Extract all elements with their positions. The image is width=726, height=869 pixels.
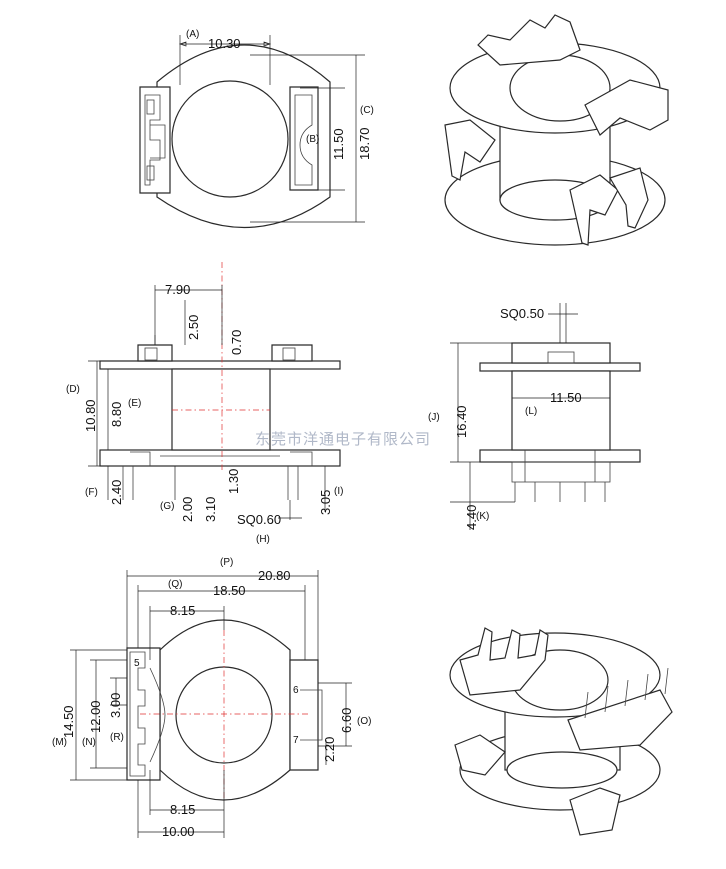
dim-l-value: 11.50	[550, 390, 582, 405]
dim-b-value: 11.50	[331, 128, 346, 160]
dim-h-value: SQ0.60	[237, 512, 281, 527]
isometric-view-top	[444, 14, 669, 246]
front-view: 7.90 2.50 0.70 (D) 10.80 (E) 8.80 (F) 2.…	[66, 262, 343, 545]
dim-e-code: (E)	[128, 398, 141, 409]
dim-e-value: 8.80	[109, 402, 124, 427]
dim-k-value: 4.40	[464, 505, 479, 530]
isometric-view-bottom	[449, 627, 673, 836]
dim-c-value: 18.70	[357, 127, 372, 160]
dim-d-code: (D)	[66, 384, 80, 395]
pin-7: 7	[293, 735, 299, 746]
dim-p-code: (P)	[220, 557, 233, 568]
dim-sq050-value: SQ0.50	[500, 306, 544, 321]
company-watermark: 东莞市洋通电子有限公司	[255, 431, 431, 448]
dim-130-value: 1.30	[226, 469, 241, 494]
dim-070-value: 0.70	[229, 330, 244, 355]
dim-i-code: (I)	[334, 486, 343, 497]
bottom-view: 5 6 7 (P) 20.80 (Q) 18.50 8.15 (M) 14.50…	[52, 557, 371, 839]
dim-j-value: 16.40	[454, 405, 469, 438]
dim-m-value: 14.50	[61, 705, 76, 738]
dim-r-code: (R)	[110, 732, 124, 743]
dim-815-top-value: 8.15	[170, 603, 195, 618]
dim-q-code: (Q)	[168, 579, 182, 590]
dim-815-bottom-value: 8.15	[170, 802, 195, 817]
dim-p-value: 20.80	[258, 568, 291, 583]
dim-310-value: 3.10	[203, 497, 218, 522]
dim-1000-value: 10.00	[162, 824, 195, 839]
dim-j-code: (J)	[428, 412, 440, 423]
dim-b-code: (B)	[306, 134, 319, 145]
dim-200-value: 2.00	[180, 497, 195, 522]
dim-250-value: 2.50	[186, 315, 201, 340]
dim-h-code: (H)	[256, 534, 270, 545]
dim-k-code: (K)	[476, 511, 489, 522]
dim-o-code: (O)	[357, 716, 371, 727]
dim-m-code: (M)	[52, 737, 67, 748]
dim-n-code: (N)	[82, 737, 96, 748]
dim-l-code: (L)	[525, 406, 537, 417]
dim-a-value: 10.30	[208, 36, 241, 51]
dim-f-code: (F)	[85, 487, 98, 498]
dim-r-value: 3.00	[108, 693, 123, 718]
pin-5: 5	[134, 658, 140, 669]
dim-n-value: 12.00	[88, 700, 103, 733]
side-view: SQ0.50 (J) 16.40 11.50 (L) 4.40 (K)	[428, 303, 641, 530]
top-view: (A) 10.30 (B) 11.50 (C) 18.70	[139, 29, 374, 228]
dim-d-value: 10.80	[83, 399, 98, 432]
dim-g-code: (G)	[160, 501, 174, 512]
dim-q-value: 18.50	[213, 583, 246, 598]
dim-o-value: 6.60	[339, 708, 354, 733]
dim-220-value: 2.20	[322, 737, 337, 762]
pin-6: 6	[293, 685, 299, 696]
dim-c-code: (C)	[360, 105, 374, 116]
dim-a-code: (A)	[186, 29, 199, 40]
dim-305-value: 3.05	[318, 490, 333, 515]
dim-790-value: 7.90	[165, 282, 190, 297]
dim-f-value: 2.40	[109, 480, 124, 505]
